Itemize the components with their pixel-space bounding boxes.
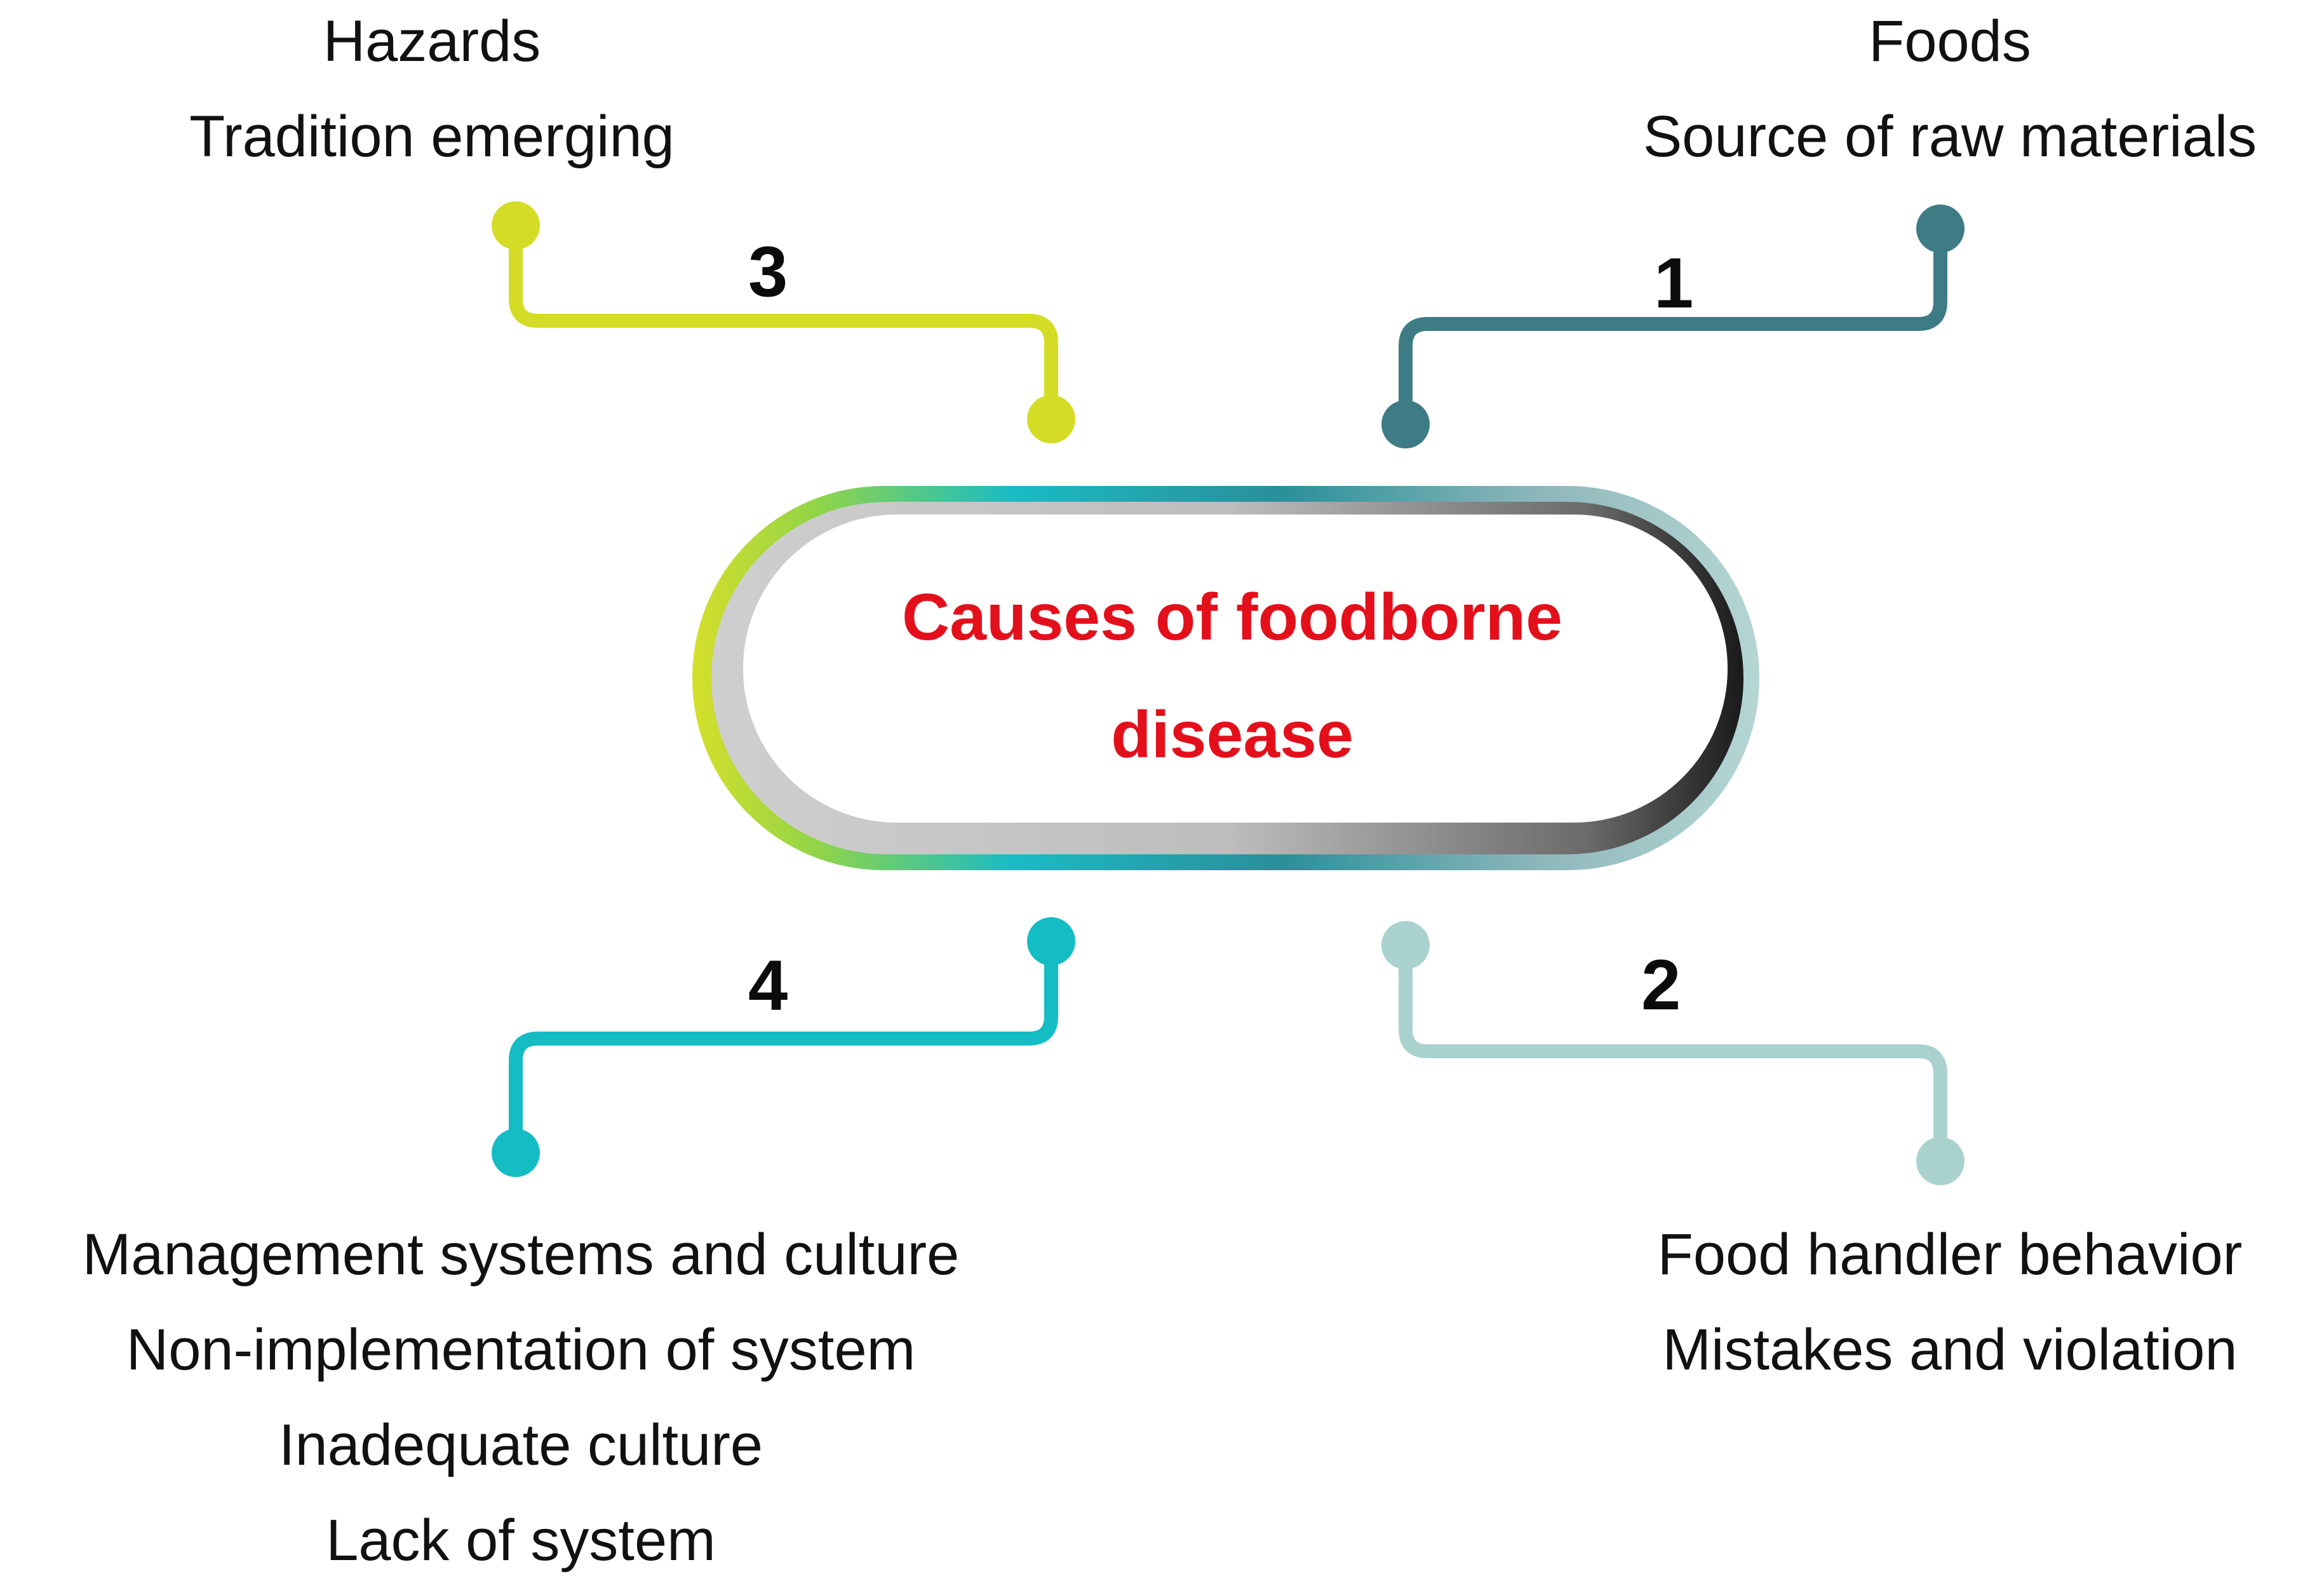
branch-4-dot-outer (492, 1129, 540, 1177)
branch-4-label: Management systems and culture Non-imple… (0, 1207, 1042, 1588)
branch-4-dot-inner (1027, 917, 1075, 966)
branch-3-dot-inner (1027, 395, 1075, 443)
branch-1-line-1: Foods (1869, 9, 2031, 74)
branch-3-dot-outer (492, 201, 540, 250)
branch-3-line-1: Hazards (323, 9, 541, 74)
branch-2-line-1: Food handler behavior (1657, 1222, 2243, 1287)
pill-inner (743, 515, 1728, 823)
branch-4-line-4: Lack of system (326, 1508, 716, 1573)
branch-4-line-2: Non-implementation of system (126, 1317, 916, 1382)
branch-4-connector (509, 934, 1058, 1160)
central-pill (692, 486, 1759, 870)
branch-1-line-2: Source of raw materials (1642, 104, 2257, 169)
branch-1-dot-inner (1381, 400, 1430, 448)
branch-4-number: 4 (748, 946, 788, 1025)
branch-4-line-1: Management systems and culture (82, 1222, 960, 1287)
branch-1-dot-outer (1916, 205, 1965, 253)
branch-2-dot-inner (1381, 921, 1430, 969)
branch-1-number: 1 (1654, 243, 1694, 323)
branch-3-number: 3 (748, 232, 788, 311)
branch-2-dot-outer (1916, 1137, 1965, 1185)
branch-3-label: Hazards Tradition emerging (102, 0, 762, 184)
center-title: Causes of foodborne disease (724, 559, 1740, 794)
center-title-line-2: disease (1111, 698, 1353, 772)
branch-1-label: Foods Source of raw materials (1575, 0, 2324, 184)
branch-2-label: Food handler behavior Mistakes and viola… (1575, 1207, 2324, 1397)
branch-3-connector (509, 219, 1058, 426)
center-title-line-1: Causes of foodborne (901, 581, 1563, 654)
branch-3-line-2: Tradition emerging (189, 104, 675, 169)
branch-2-line-2: Mistakes and violation (1662, 1317, 2238, 1382)
branch-1-connector (1399, 222, 1947, 431)
branch-2-connector (1399, 938, 1947, 1168)
branch-2-number: 2 (1641, 945, 1681, 1025)
branch-4-line-3: Inadequate culture (278, 1413, 763, 1477)
